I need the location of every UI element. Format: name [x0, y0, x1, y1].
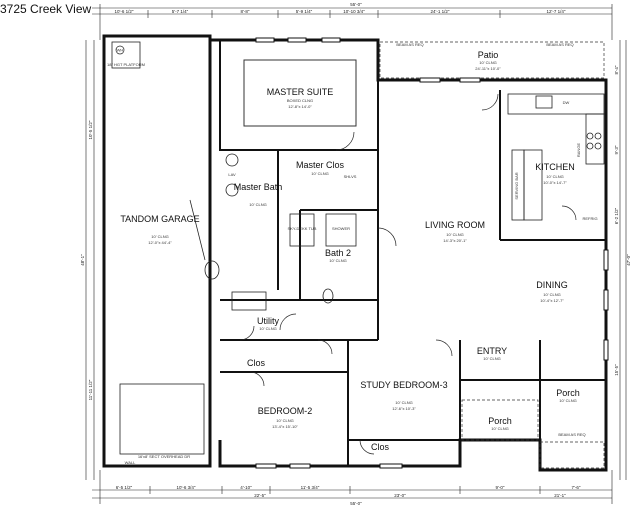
garage-features [111, 41, 206, 455]
interior-walls [219, 39, 606, 466]
dim-top-7: 12'-7 1/4" [547, 9, 566, 14]
dim-bottom-total-2: 23'-0" [394, 493, 406, 498]
room-master-suite-note: BOXED CLNG [287, 98, 313, 103]
note-overhead-door: 16'x8' SECT OVERHEAD DR [138, 454, 190, 459]
note-range: RANGE [576, 143, 581, 158]
room-living-size: 14'-3"x 20'-1" [443, 238, 467, 243]
dim-bottom-total-1: 22'-5" [254, 493, 266, 498]
note-beam-patio-left: BEAM AS REQ [396, 42, 423, 47]
room-study-note: 10' CLNG [395, 400, 412, 405]
dim-left-1: 10'-5 1/2" [88, 120, 93, 139]
room-bedroom-2-size: 13'-4"x 15'-10" [272, 424, 298, 429]
room-master-clos: Master Clos [296, 160, 345, 170]
room-entry: ENTRY [477, 346, 507, 356]
note-shower: SHOWER [332, 226, 350, 231]
windows [255, 37, 609, 469]
outdoor-areas [379, 41, 605, 469]
dim-right-2: 9'-3" [614, 145, 619, 154]
exterior-walls [102, 34, 608, 472]
room-bath-2-note: 10' CLNG [329, 258, 346, 263]
room-porch-2-note: 10' CLNG [491, 426, 508, 431]
room-dining-note: 10' CLNG [543, 292, 560, 297]
bath-fixtures [204, 153, 357, 311]
dim-right-4: 15'-5" [614, 364, 619, 376]
room-utility-note: 10' CLNG [259, 326, 276, 331]
room-master-suite-size: 12'-8"x 14'-0" [288, 104, 312, 109]
note-lav: LAV [228, 172, 236, 177]
plan-notes: WH 18" HGT PLATFORM 16'x8' SECT OVERHEAD… [107, 42, 598, 465]
room-entry-note: 10' CLNG [483, 356, 500, 361]
dim-right-1: 8'-4" [614, 65, 619, 74]
room-patio-size: 24'-11"x 10'-0" [475, 66, 501, 71]
dim-top-2: 5'-7 1/4" [172, 9, 189, 14]
room-bedroom-2-note: 10' CLNG [276, 418, 293, 423]
dim-overall-left: 48'-1" [80, 254, 85, 266]
dim-bottom-6: 7'-6" [572, 485, 581, 490]
note-tub: SKY-DEKK TUB [288, 226, 317, 231]
room-utility: Utility [257, 316, 279, 326]
dim-overall-top: 55'-0" [350, 2, 362, 7]
room-study: STUDY BEDROOM-3 [360, 380, 447, 390]
room-porch-1-note: 10' CLNG [559, 398, 576, 403]
room-master-bath: Master Bath [234, 182, 283, 192]
room-bath-2: Bath 2 [325, 248, 351, 258]
room-porch-2: Porch [488, 416, 512, 426]
room-bedroom-2: BEDROOM-2 [258, 406, 313, 416]
dim-overall-bottom: 55'-0" [350, 501, 362, 506]
room-kitchen-size: 10'-0"x 14'-7" [543, 180, 567, 185]
room-master-bath-note: 10' CLNG [249, 202, 266, 207]
dim-bottom-5: 9'-0" [496, 485, 505, 490]
dim-top-3: 8'-8" [241, 9, 250, 14]
dimension-labels: 55'-0" 10'-6 1/2" 5'-7 1/4" 8'-8" 5'-9 1… [80, 2, 631, 506]
dim-bottom-3: 4'-10" [240, 485, 252, 490]
room-dining-size: 10'-4"x 12'-7" [540, 298, 564, 303]
room-dining: DINING [536, 280, 568, 290]
water-heater-icon [115, 45, 125, 55]
room-patio: Patio [478, 50, 499, 60]
room-patio-note: 10' CLNG [479, 60, 496, 65]
dim-overall-right: 47'-0" [626, 254, 631, 266]
room-clos-2: Clos [371, 442, 390, 452]
room-kitchen-note: 10' CLNG [546, 174, 563, 179]
room-porch-1: Porch [556, 388, 580, 398]
door-swings [239, 93, 577, 455]
room-study-size: 12'-6"x 10'-3" [392, 406, 416, 411]
note-beam-porch: BEAM AS REQ [558, 432, 585, 437]
page-title: 3725 Creek View [0, 2, 92, 16]
dimension-lines [85, 4, 627, 504]
note-serving-bar: SERVING BAR [514, 172, 519, 199]
note-wh: WH [117, 48, 124, 53]
room-living: LIVING ROOM [425, 220, 485, 230]
kitchen-fixtures [507, 93, 605, 221]
note-shelf: SHLVS [344, 174, 357, 179]
dim-bottom-1: 6'-5 1/2" [116, 485, 133, 490]
room-clos-1: Clos [247, 358, 266, 368]
note-dw: DW [563, 100, 570, 105]
dim-bottom-4: 11'-5 3/4" [301, 485, 320, 490]
room-master-clos-note: 10' CLNG [311, 171, 328, 176]
dim-bottom-total-3: 21'-1" [554, 493, 566, 498]
room-master-suite: MASTER SUITE [267, 87, 334, 97]
dim-top-4: 5'-9 1/4" [296, 9, 313, 14]
dim-left-2: 11'-11 1/2" [88, 379, 93, 400]
dim-top-1: 10'-6 1/2" [115, 9, 134, 14]
room-living-note: 10' CLNG [446, 232, 463, 237]
note-beam-patio-right: BEAM AS REQ [546, 42, 573, 47]
dim-right-3: 6'-2 1/2" [614, 207, 619, 224]
note-platform: 18" HGT PLATFORM [107, 62, 145, 67]
room-tandom-garage: TANDOM GARAGE [120, 214, 199, 224]
room-labels: MASTER SUITE BOXED CLNG 12'-8"x 14'-0" M… [120, 50, 579, 452]
dim-top-5: 10'-10 3/4" [343, 9, 365, 14]
dim-bottom-2: 10'-6 3/4" [177, 485, 196, 490]
note-wall: WALL [125, 460, 137, 465]
dim-top-6: 24'-1 1/2" [431, 9, 450, 14]
room-garage-note: 10' CLNG [151, 234, 168, 239]
room-kitchen: KITCHEN [535, 162, 575, 172]
note-refrig: REFRIG [582, 216, 597, 221]
room-garage-size: 12'-0"x 44'-4" [148, 240, 172, 245]
boxed-ceiling [243, 59, 357, 127]
